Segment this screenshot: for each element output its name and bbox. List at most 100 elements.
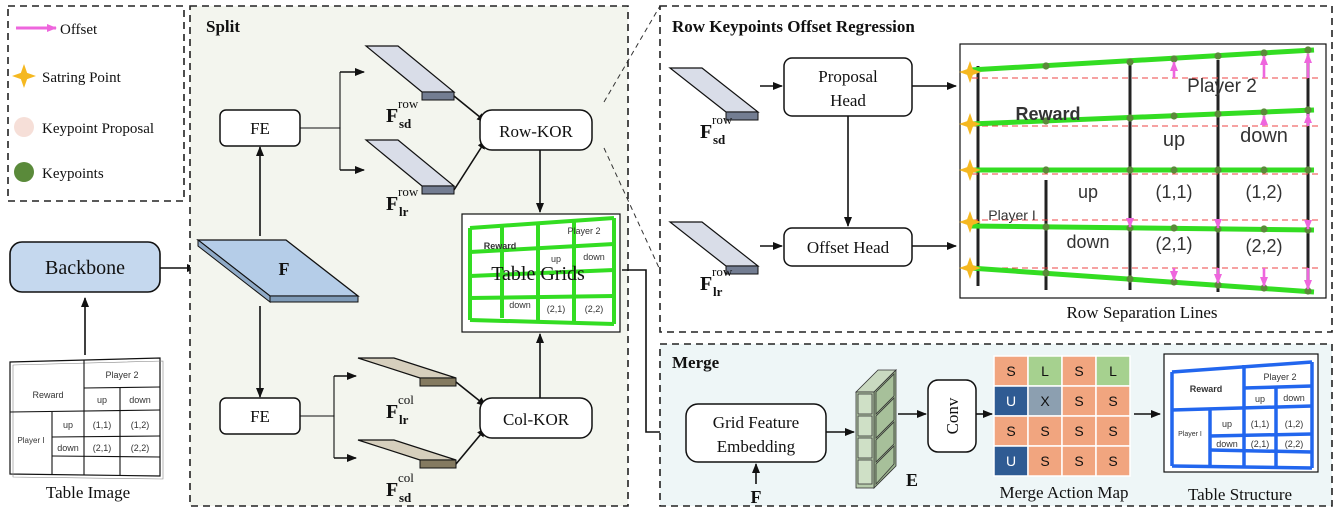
row-separation-caption: Row Separation Lines xyxy=(1066,303,1217,322)
ts-c12: (1,2) xyxy=(1285,419,1304,429)
ts-player2: Player 2 xyxy=(1263,372,1296,382)
tbl-c21: (2,1) xyxy=(93,443,112,453)
ts-player1: Player I xyxy=(1178,431,1202,438)
tbl-c22: (2,2) xyxy=(131,443,150,453)
rs-down2: down xyxy=(1066,232,1109,252)
ts-c22: (2,2) xyxy=(1285,439,1304,449)
grid-up: up xyxy=(551,254,561,264)
action-cell-label: S xyxy=(1040,423,1049,439)
action-map-caption: Merge Action Map xyxy=(999,483,1128,502)
row-lr-f: F xyxy=(386,193,398,215)
keypoint-proposal-dot-icon xyxy=(14,117,34,137)
grid-c21: (2,1) xyxy=(547,304,566,314)
proposal-head-label-2: Head xyxy=(830,91,866,110)
legend-offset-label: Offset xyxy=(60,22,98,38)
rs-down: down xyxy=(1240,125,1288,147)
action-cell xyxy=(1095,415,1131,447)
col-lr-sup: col xyxy=(398,392,414,407)
conv-label: Conv xyxy=(943,397,962,434)
row-separation-image: Player 2 Reward up down up (1,1) (1,2) P… xyxy=(959,43,1327,299)
regression-frame xyxy=(659,5,1333,333)
split-title: Split xyxy=(206,17,240,36)
grid-player2: Player 2 xyxy=(567,226,600,236)
ts-c21: (2,1) xyxy=(1251,439,1270,449)
row-sd-sup: row xyxy=(398,96,419,111)
grid-reward: Reward xyxy=(484,241,517,251)
reg-lr-sub: lr xyxy=(713,284,723,299)
reg-row-lr-slab xyxy=(668,221,760,275)
col-sd-sub: sd xyxy=(399,490,412,505)
action-cell-label: L xyxy=(1041,363,1049,379)
table-image-caption: Table Image xyxy=(46,483,130,502)
embed-label-2: Embedding xyxy=(717,437,796,456)
row-lr-sub: lr xyxy=(399,204,409,219)
action-cell xyxy=(1027,355,1063,387)
row-sd-f: F xyxy=(386,105,398,127)
reg-lr-sup: row xyxy=(712,264,733,279)
conv-box xyxy=(927,379,977,453)
tbl-reward: Reward xyxy=(32,390,63,400)
col-sd-f: F xyxy=(386,479,398,501)
action-cell-label: S xyxy=(1006,423,1015,439)
tbl-c11: (1,1) xyxy=(93,420,112,430)
starting-point-star-icon xyxy=(12,64,36,88)
col-lr-sub: lr xyxy=(399,412,409,427)
embed-label-1: Grid Feature xyxy=(713,413,799,432)
rs-c11: (1,1) xyxy=(1155,182,1192,202)
col-lr-f: F xyxy=(386,401,398,423)
action-cell xyxy=(993,445,1029,477)
feature-map-f xyxy=(196,238,360,304)
action-cell-label: U xyxy=(1006,453,1016,469)
proposal-head-label-1: Proposal xyxy=(818,67,878,86)
grid-down2: down xyxy=(509,300,531,310)
tbl-up: up xyxy=(97,395,107,405)
ts-down: down xyxy=(1283,393,1305,403)
offset-head-label: Offset Head xyxy=(807,238,890,257)
legend-keypoints-label: Keypoints xyxy=(42,166,104,182)
action-cell xyxy=(1095,355,1131,387)
zoom-line-top xyxy=(603,5,661,103)
embedding-cube-e xyxy=(855,369,897,489)
table-structure-image: Reward Player 2 up down Player I up (1,1… xyxy=(1163,353,1319,473)
backbone-label: Backbone xyxy=(45,257,125,279)
tbl-down2: down xyxy=(57,443,79,453)
action-cell-label: S xyxy=(1074,453,1083,469)
reg-lr-f: F xyxy=(700,273,712,295)
action-cell-label: S xyxy=(1108,453,1117,469)
ts-reward: Reward xyxy=(1190,384,1223,394)
action-cell xyxy=(1061,445,1097,477)
reg-sd-sub: sd xyxy=(713,132,726,147)
action-cell xyxy=(1095,445,1131,477)
table-structure-caption: Table Structure xyxy=(1188,485,1292,504)
rs-c12: (1,2) xyxy=(1245,182,1282,202)
tbl-c12: (1,2) xyxy=(131,420,150,430)
action-cell xyxy=(993,385,1029,417)
grid-feature-embedding-box xyxy=(685,403,827,463)
rs-c21: (2,1) xyxy=(1155,234,1192,254)
embedding-e-label: E xyxy=(906,470,918,490)
fe-top-label: FE xyxy=(250,119,270,138)
col-sd-sup: col xyxy=(398,470,414,485)
ts-c11: (1,1) xyxy=(1251,419,1270,429)
legend: Offset Satring Point Keypoint Proposal K… xyxy=(7,5,185,202)
rs-player1: Player I xyxy=(988,207,1035,223)
ts-down2: down xyxy=(1216,439,1238,449)
row-lr-sup: row xyxy=(398,184,419,199)
row-sd-sub: sd xyxy=(399,116,412,131)
tbl-player1: Player I xyxy=(17,436,44,445)
feature-f-label: F xyxy=(279,259,290,279)
col-kor-label: Col-KOR xyxy=(503,410,570,429)
split-panel: Split F FE FE F sd row xyxy=(189,5,629,507)
rs-up2: up xyxy=(1078,182,1098,202)
reg-row-sd-slab xyxy=(668,67,760,121)
merge-f-label: F xyxy=(751,487,762,507)
ts-up2: up xyxy=(1222,419,1232,429)
col-lr-feature-slab xyxy=(357,357,457,387)
tbl-player2: Player 2 xyxy=(105,370,138,380)
action-cell-label: S xyxy=(1040,453,1049,469)
legend-starting-point-label: Satring Point xyxy=(42,70,122,86)
row-sd-feature-slab xyxy=(364,45,456,101)
reg-sd-sup: row xyxy=(712,112,733,127)
fe-bottom-label: FE xyxy=(250,407,270,426)
col-kor-box xyxy=(479,397,593,439)
